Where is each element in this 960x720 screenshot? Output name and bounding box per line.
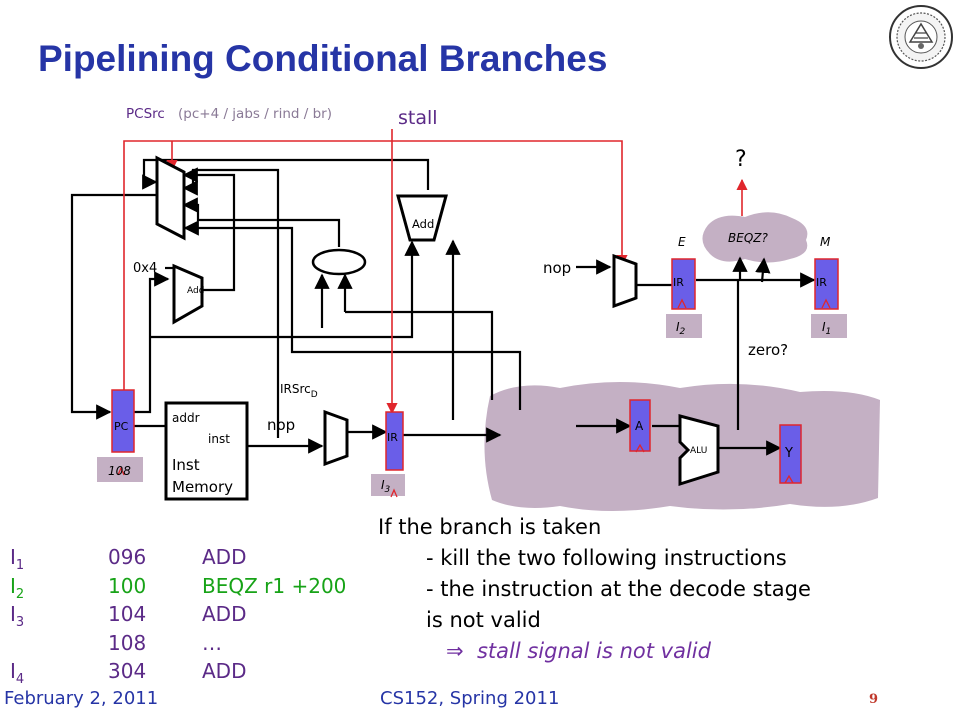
ir-execute-label: IR	[673, 276, 684, 289]
stage-e-label: E	[678, 235, 686, 249]
instruction-address: 304	[108, 659, 147, 683]
const-0x4-label: 0x4	[133, 261, 157, 276]
ir-d-mux	[323, 409, 349, 467]
explanation-line-2: - kill the two following instructions	[426, 546, 787, 570]
instruction-op: …	[202, 630, 222, 655]
i1-tag-box	[811, 314, 847, 338]
execute-stage-cloud	[484, 382, 880, 511]
i3-tag-box	[371, 474, 405, 496]
pc-mux	[155, 155, 186, 241]
branch-question-mark: ?	[735, 147, 747, 172]
instruction-address: 096	[108, 545, 147, 569]
instruction-address: 100	[108, 573, 147, 598]
stage-m-label: M	[820, 235, 831, 249]
zero-label: zero?	[748, 341, 788, 359]
ir-decode-label: IR	[387, 431, 398, 444]
explanation: If the branch is taken - kill the two fo…	[378, 512, 811, 667]
explanation-line-5: ⇒ stall signal is not valid	[378, 636, 811, 667]
instruction-op: ADD	[202, 659, 247, 683]
nop-bottom-label: nop	[267, 416, 295, 434]
university-seal-logo	[889, 5, 953, 69]
clock-carets	[117, 298, 831, 498]
y-register-label: Y	[784, 446, 793, 461]
implies-arrow: ⇒	[446, 639, 464, 663]
instruction-label: I4	[10, 659, 25, 687]
stall-conclusion: stall signal is not valid	[476, 639, 711, 663]
explanation-line-3: - the instruction at the decode stage	[426, 577, 811, 601]
datapath-wires	[70, 158, 816, 456]
alu-label: ALU	[690, 446, 707, 456]
a-register-label: A	[635, 419, 644, 433]
pc-adder-label: Add	[187, 286, 204, 296]
y-register	[779, 424, 802, 484]
branch-adder-label: Add	[412, 217, 434, 231]
pcsrc-label: PCSrc	[126, 106, 165, 122]
instruction-address: 108	[108, 630, 147, 655]
footer-course: CS152, Spring 2011	[380, 688, 560, 709]
mem-addr-label: addr	[172, 411, 200, 425]
pc-register	[111, 389, 135, 453]
instruction-address: 104	[108, 602, 147, 626]
ir-decode-register	[385, 411, 404, 471]
explanation-line-4: is not valid	[426, 608, 541, 632]
mem-title-line2: Memory	[172, 478, 233, 496]
instruction-op: ADD	[202, 602, 247, 626]
instruction-memory	[164, 401, 249, 501]
slide-title: Pipelining Conditional Branches	[38, 38, 608, 79]
alu	[678, 414, 720, 487]
ir-execute-register	[671, 258, 696, 310]
beqz-cloud	[702, 212, 808, 263]
instruction-label: I1	[10, 545, 25, 573]
i3-tag: I3	[381, 478, 391, 495]
control-wires	[123, 129, 748, 415]
explanation-line-1: If the branch is taken	[378, 515, 602, 539]
nop-top-label: nop	[543, 259, 571, 277]
instruction-op: BEQZ r1 +200	[202, 573, 347, 598]
irsrc-label: IRSrcD	[280, 382, 318, 400]
instruction-label: I3	[10, 602, 25, 630]
mem-inst-label: inst	[208, 432, 230, 446]
mem-title-line1: Inst	[172, 456, 200, 474]
instruction-op: ADD	[202, 545, 247, 569]
page-number: 9	[869, 692, 879, 707]
pc-adder	[172, 263, 204, 325]
jump-target-unit	[311, 248, 367, 276]
ir-e-mux	[612, 253, 638, 309]
pc-label: PC	[114, 420, 129, 433]
footer-date: February 2, 2011	[4, 688, 159, 709]
stall-label: stall	[398, 107, 438, 129]
i1-tag: I1	[822, 320, 831, 337]
instruction-label: I2	[10, 573, 25, 602]
ir-memory-register	[814, 258, 839, 310]
ir-memory-label: IR	[816, 276, 827, 289]
i2-tag: I2	[676, 320, 686, 337]
pcsrc-options-label: (pc+4 / jabs / rind / br)	[178, 106, 332, 122]
beqz-label: BEQZ?	[728, 231, 768, 245]
a-register	[629, 399, 651, 452]
i2-tag-box	[666, 314, 702, 338]
pc-value: 108	[108, 464, 131, 478]
branch-adder	[396, 194, 448, 242]
